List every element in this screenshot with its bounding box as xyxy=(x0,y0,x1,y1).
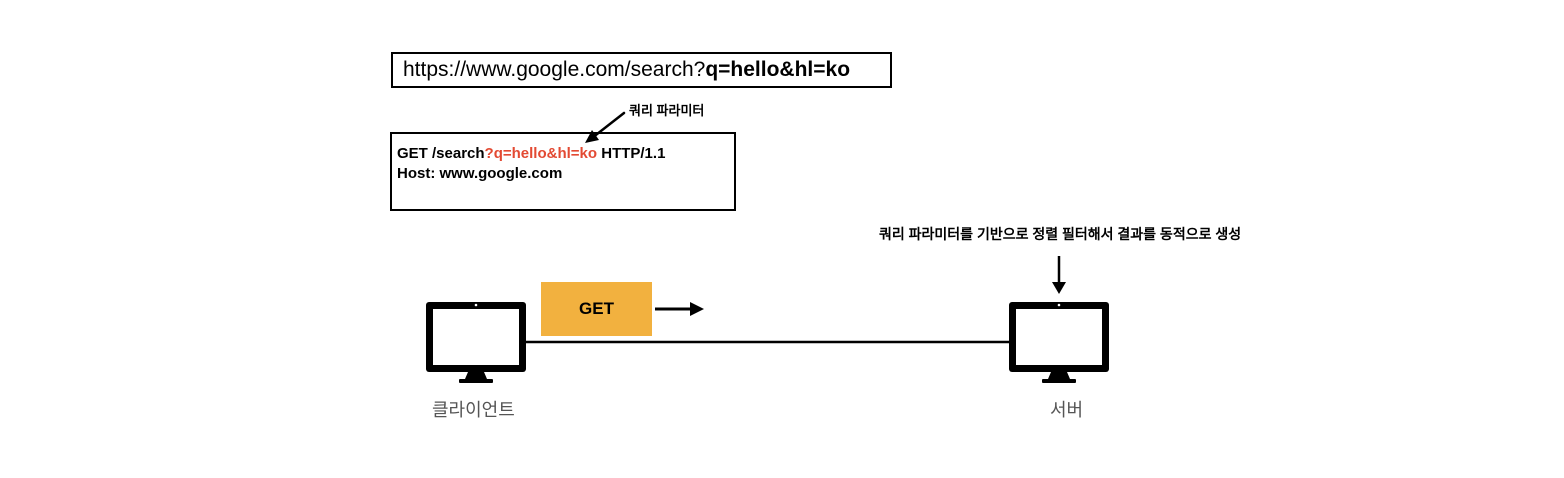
http-request-box: GET /search?q=hello&hl=ko HTTP/1.1 Host:… xyxy=(390,132,736,211)
url-box: https://www.google.com/search?q=hello&hl… xyxy=(391,52,892,88)
server-label: 서버 xyxy=(1050,400,1084,420)
server-monitor-icon xyxy=(1009,302,1109,383)
request-version: HTTP/1.1 xyxy=(597,145,666,162)
host-line: Host: www.google.com xyxy=(397,165,563,182)
get-badge: GET xyxy=(541,282,652,336)
client-monitor-icon xyxy=(426,302,526,383)
request-query: ?q=hello&hl=ko xyxy=(484,145,598,162)
server-down-arrow-icon xyxy=(1052,256,1066,294)
url-base: https://www.google.com/search? xyxy=(403,58,706,81)
client-label: 클라이언트 xyxy=(432,400,515,420)
get-direction-arrow-icon xyxy=(655,302,704,316)
request-line: GET /search?q=hello&hl=ko HTTP/1.1 xyxy=(397,144,734,164)
url-query: q=hello&hl=ko xyxy=(705,58,851,81)
request-method-path: GET /search xyxy=(397,145,485,162)
query-param-label: 쿼리 파라미터 xyxy=(629,103,705,118)
query-pointer-arrow-icon xyxy=(585,111,626,143)
server-note: 쿼리 파라미터를 기반으로 정렬 필터해서 결과를 동적으로 생성 xyxy=(879,226,1242,242)
